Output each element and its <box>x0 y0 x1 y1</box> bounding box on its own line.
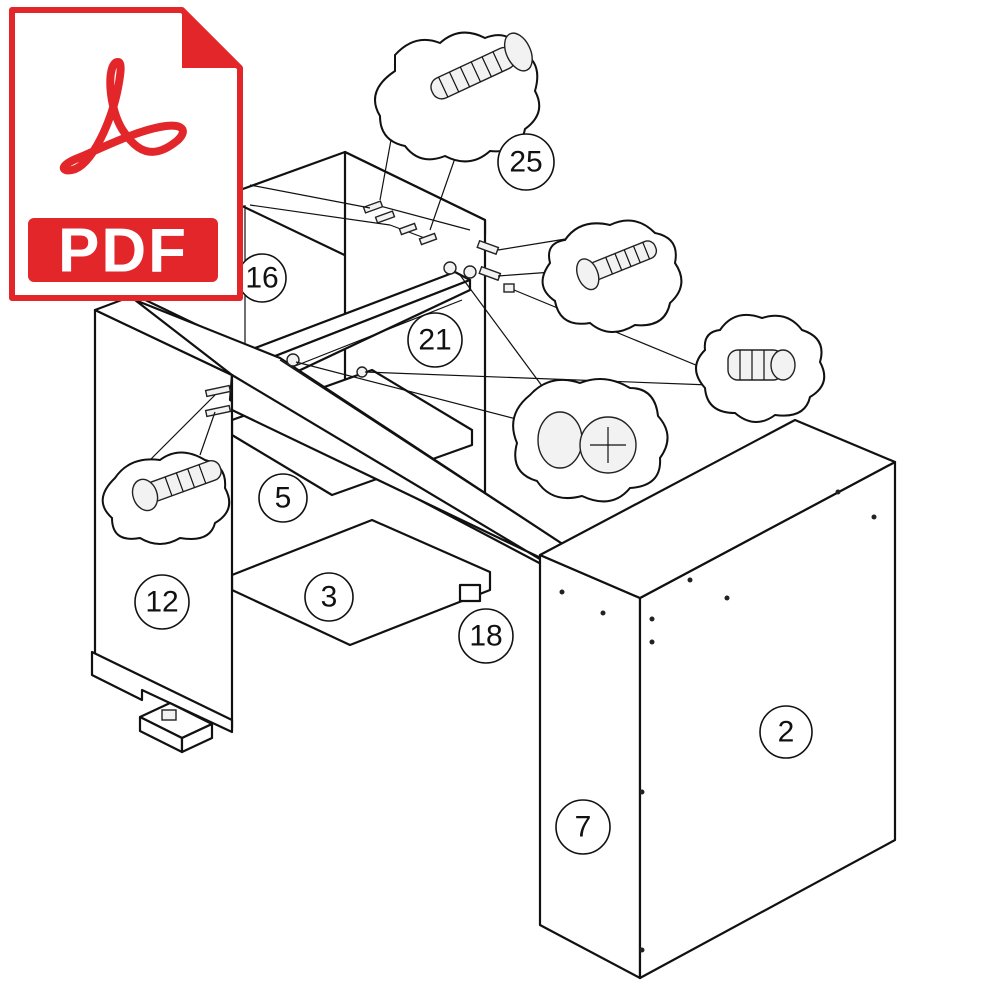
dowel-icon <box>727 349 796 381</box>
cloud-screw-left <box>101 451 231 545</box>
pdf-file-icon[interactable]: PDF <box>9 7 243 301</box>
hardware-pins <box>149 114 721 461</box>
part-label-25: 25 <box>497 133 555 191</box>
svg-text:16: 16 <box>245 262 278 295</box>
cloud-dowel <box>695 314 826 423</box>
part-label-7: 7 <box>555 799 611 855</box>
part-label-12: 12 <box>134 574 190 630</box>
part-label-21: 21 <box>407 312 463 368</box>
part-label-2: 2 <box>759 705 813 759</box>
pdf-label: PDF <box>58 217 188 286</box>
svg-text:2: 2 <box>778 716 795 749</box>
svg-text:7: 7 <box>575 811 592 844</box>
screw-icon <box>430 32 533 100</box>
screw-icon <box>131 460 222 512</box>
svg-text:12: 12 <box>145 586 178 619</box>
part-label-16: 16 <box>237 253 287 303</box>
part-label-3: 3 <box>304 572 354 622</box>
svg-text:18: 18 <box>469 620 502 653</box>
cloud-cam-lock <box>512 378 669 503</box>
svg-text:25: 25 <box>509 146 542 179</box>
pdf-label-bar <box>28 218 218 282</box>
connector-block-icon <box>138 701 214 754</box>
cam-lock-icon <box>537 411 637 474</box>
right-panel <box>538 418 897 980</box>
part-label-5: 5 <box>258 473 308 523</box>
svg-text:3: 3 <box>321 581 338 614</box>
part-label-18: 18 <box>458 608 514 664</box>
cloud-cam-bolt <box>541 219 683 333</box>
svg-text:21: 21 <box>418 324 451 357</box>
cloud-screw-top <box>374 31 541 163</box>
cam-bolt-icon <box>575 240 658 291</box>
rail-21 <box>248 270 472 384</box>
svg-text:5: 5 <box>275 482 292 515</box>
acrobat-logo-icon <box>59 58 187 175</box>
